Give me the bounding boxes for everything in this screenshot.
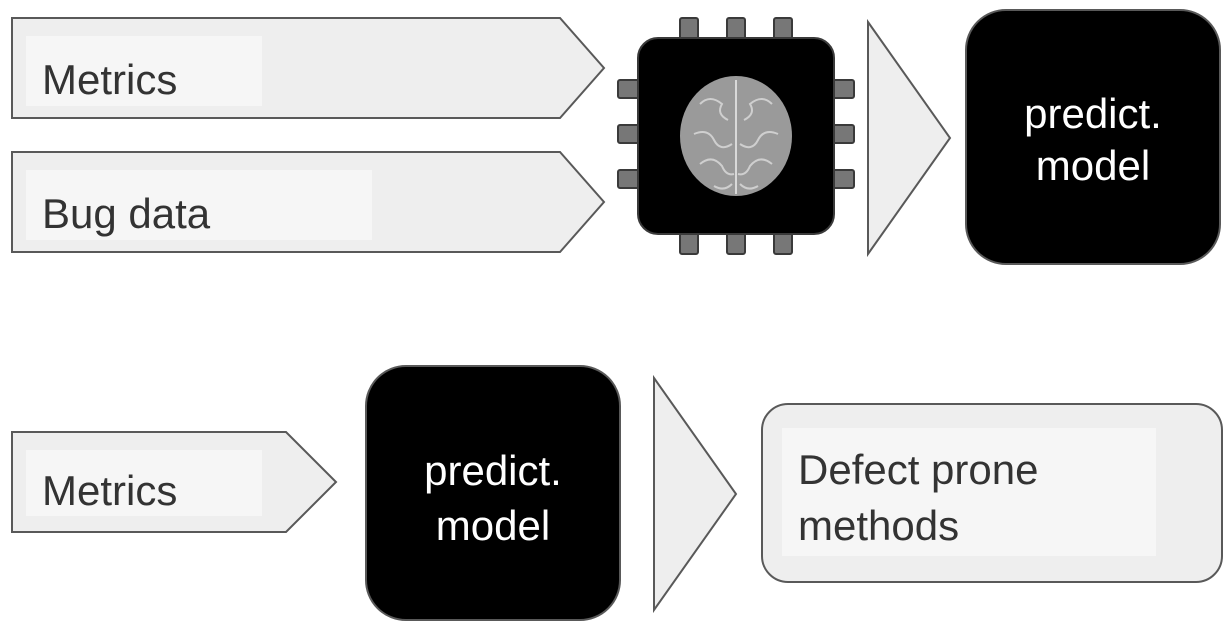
bug-data-input-arrow: Bug data xyxy=(11,151,606,253)
chevron-arrow-bottom xyxy=(653,374,738,614)
metrics-label-bottom: Metrics xyxy=(42,467,177,514)
metrics-input-arrow: Metrics xyxy=(11,17,606,119)
metrics-label: Metrics xyxy=(42,56,177,103)
model-label-bottom-line1: predict. xyxy=(424,447,562,494)
predict-model-box-bottom: predict. model xyxy=(365,365,621,621)
metrics-input-arrow-bottom: Metrics xyxy=(11,431,338,533)
brain-chip-icon xyxy=(617,17,855,255)
result-box: Defect prone methods xyxy=(761,403,1223,583)
model-label-line1: predict. xyxy=(1024,90,1162,137)
bug-data-label: Bug data xyxy=(42,190,211,237)
predict-model-box-top: predict. model xyxy=(965,9,1221,265)
result-label-line1: Defect prone xyxy=(798,446,1038,493)
model-label-bottom-line2: model xyxy=(436,502,550,549)
model-label-line2: model xyxy=(1036,142,1150,189)
result-label-line2: methods xyxy=(798,502,959,549)
chevron-arrow-top xyxy=(867,18,952,258)
brain-icon xyxy=(680,76,792,196)
